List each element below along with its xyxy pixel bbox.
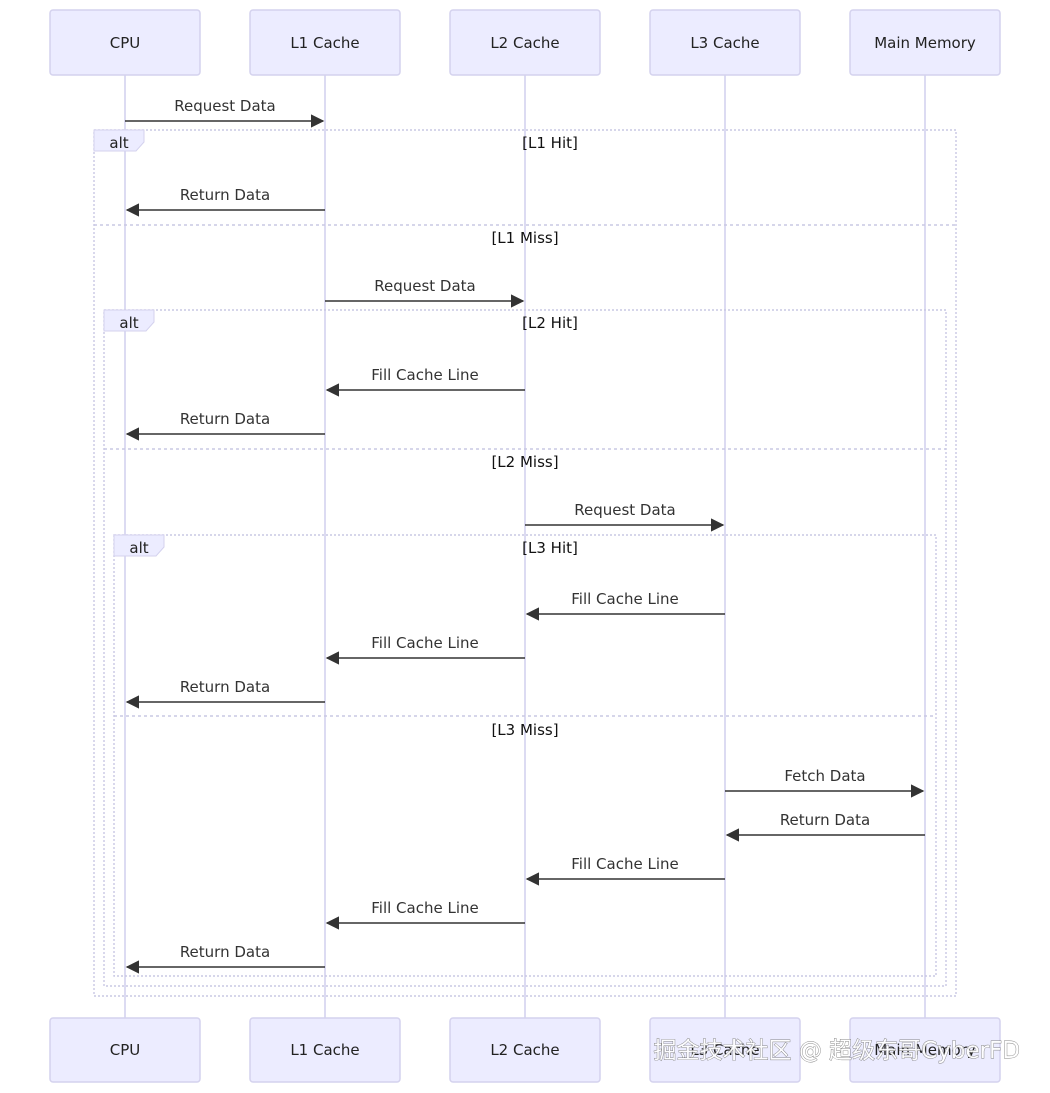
actor-l1-cache-bottom: L1 Cache — [249, 1017, 401, 1083]
watermark-text: 掘金技术社区 @ 超级东哥CyberFD — [654, 1038, 1020, 1064]
actor-l2-cache: L2 Cache — [449, 9, 601, 76]
alt-fragment-l3: alt [L3 Hit] [L3 Miss] — [113, 534, 937, 977]
message-label: Return Data — [180, 943, 270, 961]
message-label: Request Data — [374, 277, 476, 295]
alt-fragment-l2: alt [L2 Hit] [L2 Miss] — [103, 309, 947, 987]
condition-l3-miss: [L3 Miss] — [491, 721, 558, 739]
condition-l1-miss: [L1 Miss] — [491, 229, 558, 247]
actor-main-memory-bottom: Main Memory — [849, 1017, 1001, 1083]
actor-label: CPU — [110, 34, 141, 52]
actor-label: Main Memory — [874, 34, 976, 52]
actor-label: CPU — [110, 1041, 141, 1059]
message-label: Fill Cache Line — [571, 855, 678, 873]
condition-l2-miss: [L2 Miss] — [491, 453, 558, 471]
message-label: Fill Cache Line — [371, 366, 478, 384]
lifelines — [124, 75, 926, 1018]
alt-label: alt — [129, 539, 148, 557]
actor-label: L3 Cache — [690, 1041, 759, 1059]
alt-fragments: alt [L1 Hit] [L1 Miss] alt [L2 Hit] [L2 … — [93, 129, 957, 997]
message-label: Return Data — [180, 410, 270, 428]
actor-l3-cache: L3 Cache — [649, 9, 801, 76]
condition-l2-hit: [L2 Hit] — [522, 314, 578, 332]
actor-label: L1 Cache — [290, 1041, 359, 1059]
actor-cpu-bottom: CPU — [49, 1017, 201, 1083]
actor-main-memory: Main Memory — [849, 9, 1001, 76]
actor-label: L1 Cache — [290, 34, 359, 52]
actor-label: L2 Cache — [490, 34, 559, 52]
message-label: Fill Cache Line — [371, 634, 478, 652]
actors-top: CPU L1 Cache L2 Cache L3 Cache Main Memo… — [49, 9, 1001, 76]
condition-l3-hit: [L3 Hit] — [522, 539, 578, 557]
message-label: Return Data — [180, 678, 270, 696]
alt-tag — [113, 534, 165, 557]
actor-label: L2 Cache — [490, 1041, 559, 1059]
alt-tag — [103, 309, 155, 332]
actors-bottom: CPU L1 Cache L2 Cache L3 Cache Main Memo… — [49, 1017, 1001, 1083]
actor-label: Main Memory — [874, 1041, 976, 1059]
alt-label: alt — [109, 134, 128, 152]
message-label: Fetch Data — [784, 767, 865, 785]
actor-label: L3 Cache — [690, 34, 759, 52]
actor-l3-cache-bottom: L3 Cache — [649, 1017, 801, 1083]
message-label: Fill Cache Line — [571, 590, 678, 608]
message-label: Request Data — [574, 501, 676, 519]
actor-l2-cache-bottom: L2 Cache — [449, 1017, 601, 1083]
message-label: Return Data — [780, 811, 870, 829]
condition-l1-hit: [L1 Hit] — [522, 134, 578, 152]
message-label: Request Data — [174, 97, 276, 115]
actor-l1-cache: L1 Cache — [249, 9, 401, 76]
alt-tag — [93, 129, 145, 152]
actor-cpu: CPU — [49, 9, 201, 76]
alt-label: alt — [119, 314, 138, 332]
message-label: Fill Cache Line — [371, 899, 478, 917]
message-label: Return Data — [180, 186, 270, 204]
alt-fragment-l1: alt [L1 Hit] [L1 Miss] — [93, 129, 957, 997]
